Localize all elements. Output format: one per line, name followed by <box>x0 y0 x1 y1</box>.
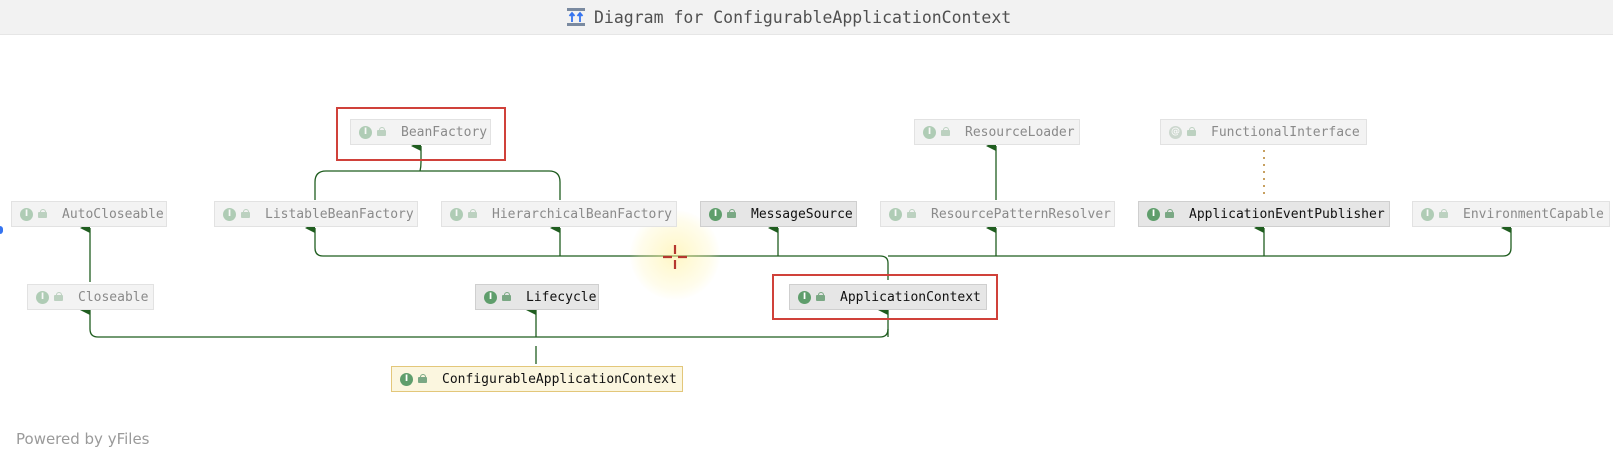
title-group: Diagram for ConfigurableApplicationConte… <box>566 6 1011 28</box>
interface-icon: I <box>359 125 372 139</box>
node-label: Lifecycle <box>526 289 597 305</box>
edge-listable-to-beanfactory <box>314 170 410 200</box>
node-resourceloader[interactable]: I ResourceLoader <box>914 119 1080 145</box>
node-resourcepatternresolver[interactable]: I ResourcePatternResolver <box>880 201 1115 227</box>
powered-by-label: Powered by yFiles <box>16 430 150 448</box>
node-label: ApplicationContext <box>840 289 981 305</box>
interface-icon: I <box>36 290 49 304</box>
public-icon <box>1439 209 1449 218</box>
interface-icon: I <box>889 207 902 221</box>
interface-icon: I <box>223 207 236 221</box>
edge-hierarchical-to-beanfactory <box>410 170 561 200</box>
interface-icon: I <box>20 207 33 221</box>
node-label: Closeable <box>78 289 149 305</box>
node-listablebeanfactory[interactable]: I ListableBeanFactory <box>214 201 418 227</box>
interface-icon: I <box>709 207 722 221</box>
crosshair-cursor-icon <box>663 245 687 269</box>
node-label: AutoCloseable <box>62 206 164 222</box>
node-label: ListableBeanFactory <box>265 206 414 222</box>
window-title: Diagram for ConfigurableApplicationConte… <box>594 7 1012 27</box>
edge-appcontext-bus <box>305 223 889 280</box>
interface-icon: I <box>450 207 463 221</box>
title-bar: Diagram for ConfigurableApplicationConte… <box>0 0 1613 35</box>
public-icon <box>1165 209 1175 218</box>
edge-appcontext-right-bus <box>888 223 1512 257</box>
public-icon <box>1187 127 1197 136</box>
node-label: HierarchicalBeanFactory <box>492 206 673 222</box>
public-icon <box>816 292 826 301</box>
node-applicationcontext[interactable]: I ApplicationContext <box>789 284 987 310</box>
node-label: ResourceLoader <box>965 124 1075 140</box>
public-icon <box>54 292 64 301</box>
node-label: EnvironmentCapable <box>1463 206 1604 222</box>
node-messagesource[interactable]: I MessageSource <box>700 201 857 227</box>
node-functionalinterface[interactable]: @ FunctionalInterface <box>1160 119 1367 145</box>
highlight-box-applicationcontext <box>772 274 998 320</box>
node-closeable[interactable]: I Closeable <box>27 284 154 310</box>
public-icon <box>502 292 512 301</box>
public-icon <box>468 209 478 218</box>
edge-to-beanfactory <box>411 141 422 172</box>
node-applicationeventpublisher[interactable]: I ApplicationEventPublisher <box>1138 201 1390 227</box>
node-label: ConfigurableApplicationContext <box>442 371 677 387</box>
interface-icon: I <box>798 290 811 304</box>
node-label: ApplicationEventPublisher <box>1189 206 1385 222</box>
highlight-box-beanfactory <box>336 107 506 161</box>
public-icon <box>377 127 387 136</box>
node-label: FunctionalInterface <box>1211 124 1360 140</box>
interface-icon: I <box>923 125 936 139</box>
public-icon <box>941 127 951 136</box>
node-hierarchicalbeanfactory[interactable]: I HierarchicalBeanFactory <box>441 201 677 227</box>
public-icon <box>241 209 251 218</box>
node-label: BeanFactory <box>401 124 488 140</box>
node-environmentcapable[interactable]: I EnvironmentCapable <box>1412 201 1610 227</box>
annotation-icon: @ <box>1169 125 1182 139</box>
public-icon <box>727 209 737 218</box>
interface-icon: I <box>484 290 497 304</box>
edge-configurable-to-closeable <box>80 305 889 338</box>
node-label: ResourcePatternResolver <box>931 206 1112 222</box>
public-icon <box>907 209 917 218</box>
interface-icon: I <box>1147 207 1160 221</box>
interface-icon: I <box>1421 207 1434 221</box>
node-lifecycle[interactable]: I Lifecycle <box>475 284 599 310</box>
interface-icon: I <box>400 372 413 386</box>
node-configurableapplicationcontext[interactable]: I ConfigurableApplicationContext <box>391 366 683 392</box>
node-label: MessageSource <box>751 206 853 222</box>
public-icon <box>418 374 428 383</box>
public-icon <box>38 209 48 218</box>
diagram-icon <box>567 8 585 26</box>
node-autocloseable[interactable]: I AutoCloseable <box>11 201 167 227</box>
node-beanfactory[interactable]: I BeanFactory <box>350 119 491 145</box>
scroll-marker <box>0 226 3 234</box>
